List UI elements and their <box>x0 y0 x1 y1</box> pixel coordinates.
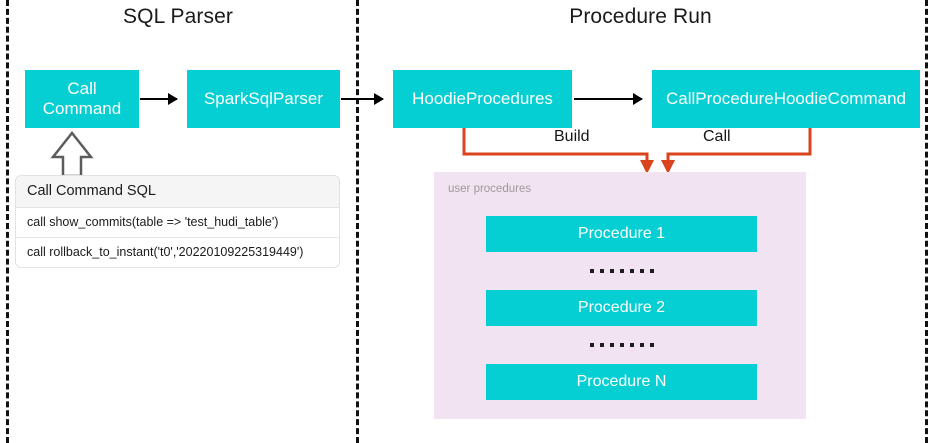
arrow-hoodie-procedures-to-call-procedure-hoodie-command <box>574 98 642 100</box>
section-divider-left <box>6 0 9 443</box>
connector-label-build: Build <box>548 128 596 146</box>
section-title-procedure-run: Procedure Run <box>569 5 712 28</box>
procedure-item[interactable]: Procedure N <box>486 364 757 400</box>
connector-label-call: Call <box>697 128 737 146</box>
call-command-sql-card: Call Command SQL call show_commits(table… <box>15 175 340 268</box>
sql-example-row: call rollback_to_instant('t0','202201092… <box>27 245 304 259</box>
arrow-call-command-to-spark-sql-parser <box>140 98 177 100</box>
section-divider-right <box>925 0 928 443</box>
procedure-item[interactable]: Procedure 2 <box>486 290 757 326</box>
ellipsis-dots-icon <box>486 326 757 364</box>
flow-box-call-procedure-hoodie-command[interactable]: CallProcedureHoodieCommand <box>652 70 920 128</box>
user-procedures-panel: user procedures Procedure 1 Procedure 2 … <box>434 172 806 419</box>
ellipsis-dots-icon <box>486 252 757 290</box>
flow-box-hoodie-procedures[interactable]: HoodieProcedures <box>393 70 572 128</box>
section-divider-middle <box>356 0 359 443</box>
call-command-sql-card-header: Call Command SQL <box>16 176 339 208</box>
build-call-connector <box>460 126 820 176</box>
section-title-sql-parser: SQL Parser <box>123 5 233 28</box>
user-procedures-label: user procedures <box>448 183 532 195</box>
flow-box-call-command[interactable]: Call Command <box>25 70 139 128</box>
sql-example-row: call show_commits(table => 'test_hudi_ta… <box>16 208 339 238</box>
hollow-up-arrow-icon <box>50 130 94 178</box>
arrow-spark-sql-parser-to-hoodie-procedures <box>341 98 383 100</box>
call-command-line-1: Call <box>67 79 97 99</box>
procedure-item[interactable]: Procedure 1 <box>486 216 757 252</box>
call-command-line-2: Command <box>42 99 122 118</box>
flow-box-spark-sql-parser[interactable]: SparkSqlParser <box>187 70 340 128</box>
